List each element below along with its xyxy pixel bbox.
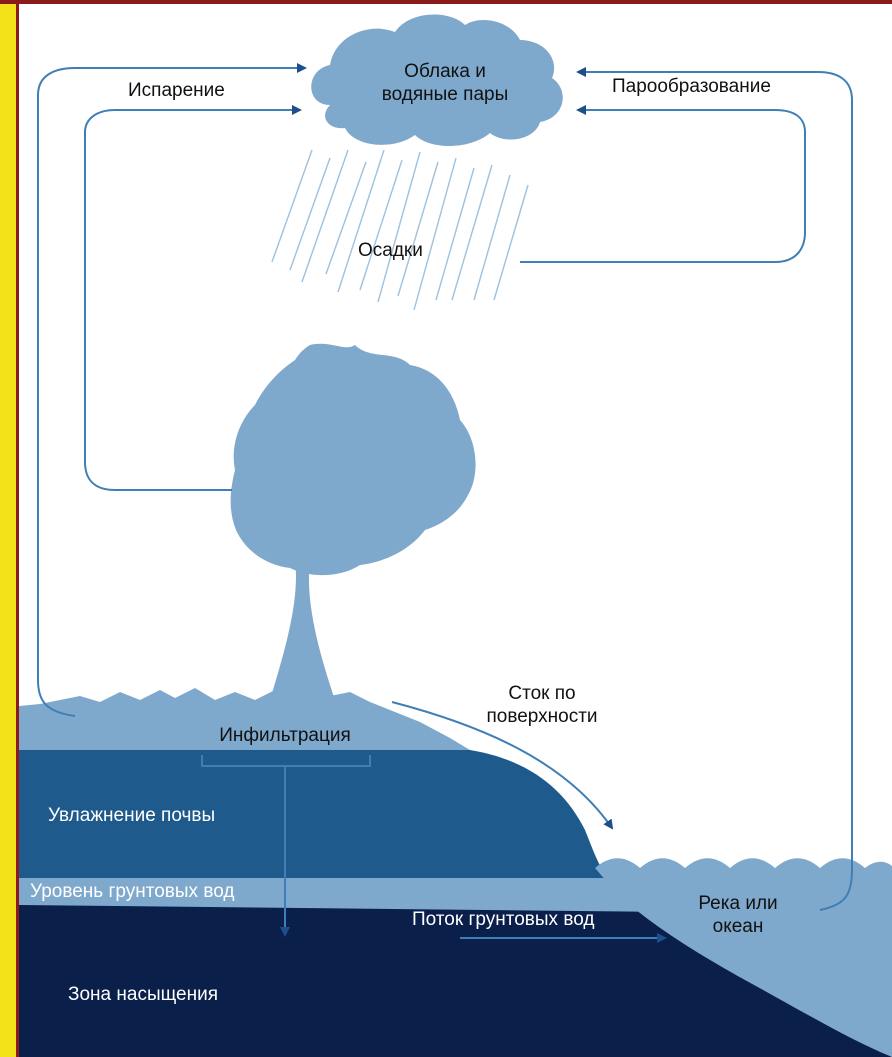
river-ocean-water bbox=[595, 858, 892, 1057]
vaporization-label: Парообразование bbox=[612, 76, 771, 97]
runoff-label-line2: поверхности bbox=[486, 706, 597, 727]
vaporization-outer-line bbox=[576, 67, 853, 911]
tree-crown bbox=[230, 343, 476, 576]
vaporization-inner-line bbox=[520, 105, 806, 263]
saturation-zone-label: Зона насыщения bbox=[68, 984, 218, 1005]
tree-trunk bbox=[270, 560, 335, 700]
runoff-arrow bbox=[391, 701, 614, 830]
frame-top-border bbox=[0, 0, 892, 4]
infiltration-label: Инфильтрация bbox=[219, 725, 351, 746]
frame-yellow-strip bbox=[0, 0, 16, 1057]
evaporation-outer-line bbox=[37, 63, 307, 717]
water-table-strip bbox=[19, 878, 619, 905]
cycle-lines bbox=[37, 63, 853, 943]
ground-surface bbox=[19, 688, 470, 750]
cloud-shape bbox=[311, 14, 563, 147]
clouds-label-line2: водяные пары bbox=[382, 84, 508, 105]
soil-moisture-layer bbox=[19, 750, 610, 878]
clouds-label-line1: Облака и bbox=[404, 61, 486, 82]
river-label-line2: океан bbox=[713, 916, 764, 937]
water-table-label: Уровень грунтовых вод bbox=[30, 881, 234, 902]
groundwater-flow-label: Поток грунтовых вод bbox=[412, 909, 594, 930]
rain-streaks bbox=[271, 149, 529, 311]
transpiration-line bbox=[84, 105, 302, 491]
soil-moisture-label: Увлажнение почвы bbox=[48, 805, 215, 826]
river-label-line1: Река или bbox=[698, 893, 777, 914]
evaporation-label: Испарение bbox=[128, 80, 225, 101]
runoff-label-line1: Сток по bbox=[508, 683, 575, 704]
frame-left-border bbox=[16, 0, 19, 1057]
precipitation-label: Осадки bbox=[358, 240, 423, 261]
